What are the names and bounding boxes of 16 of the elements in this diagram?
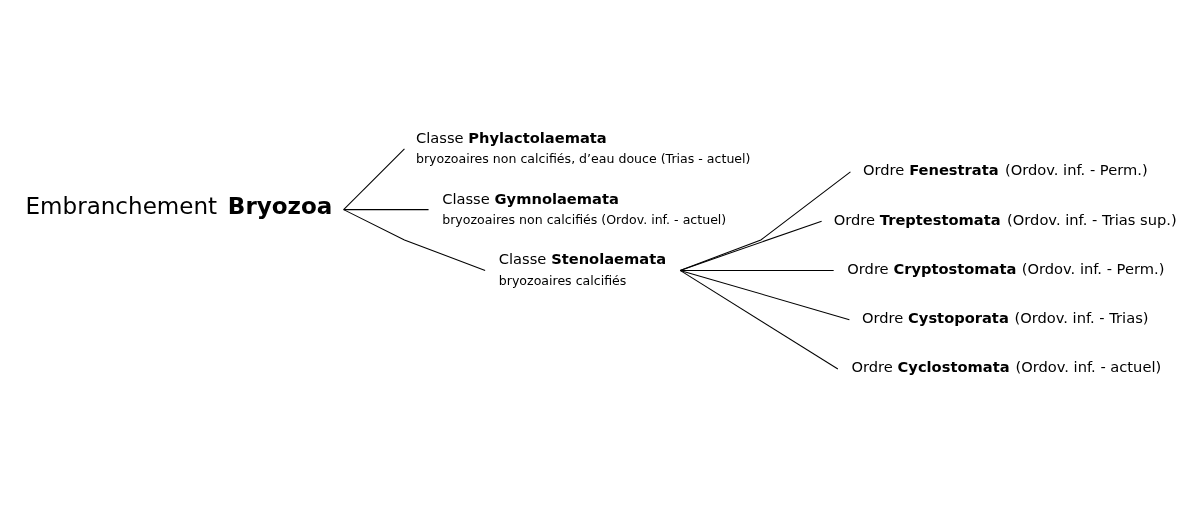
connector	[343, 208, 430, 210]
connector	[679, 220, 823, 271]
connector	[679, 170, 851, 271]
connector	[679, 269, 839, 369]
node-text: Classe Phylactolaemata bryozoaires non calcifiés, d’eau douce (Trias - actuel)	[415, 128, 751, 166]
node-text: Ordre Cystoporata (Ordov. inf. - Trias)	[861, 308, 1149, 326]
node-text: Ordre Treptestomata (Ordov. inf. - Trias sup.)	[833, 210, 1177, 227]
node-text: Ordre Cyclostomata (Ordov. inf. - actuel)	[851, 357, 1162, 375]
connector	[343, 147, 405, 210]
connector	[679, 269, 850, 320]
node-text: Classe Gymnolaemata bryozoaires non calcifiés (Ordov. inf. - actuel)	[442, 189, 727, 227]
connector	[343, 208, 486, 271]
node-text: Ordre Cryptostomata (Ordov. inf. - Perm.)	[847, 259, 1165, 277]
node-text: Ordre Fenestrata (Ordov. inf. - Perm.)	[863, 160, 1148, 178]
node-text: Classe Stenolaemata bryozoaires calcifiés	[498, 249, 667, 288]
node-text: Embranchement Bryozoa	[25, 192, 333, 219]
